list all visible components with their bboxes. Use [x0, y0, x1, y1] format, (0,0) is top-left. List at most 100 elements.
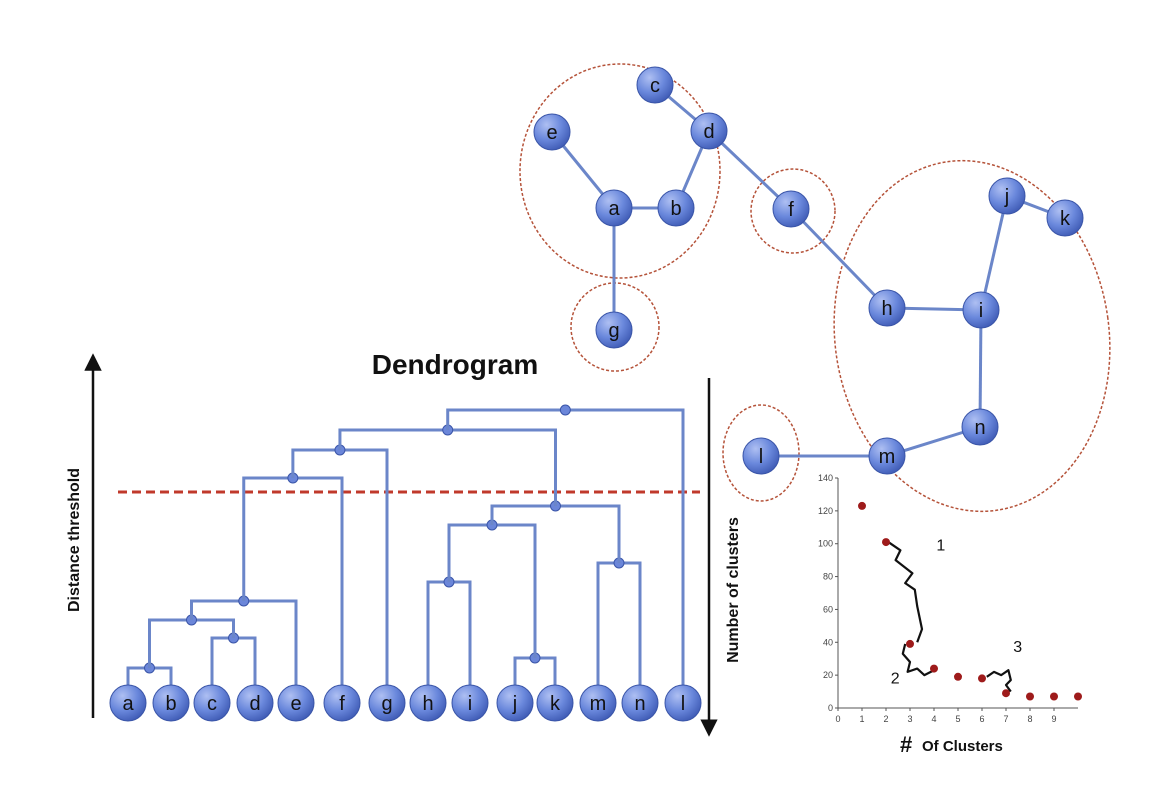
graph-node-circle — [772, 190, 810, 228]
dendrogram-leaf-label: i — [468, 693, 472, 715]
dendrogram-leaf-circle — [579, 684, 617, 722]
elbow-x-tick-label: 0 — [835, 714, 840, 724]
dendrogram-leaf: e — [277, 684, 315, 722]
graph-node-label: g — [608, 320, 619, 342]
elbow-annotation: 2 — [891, 670, 900, 687]
elbow-point — [858, 501, 866, 510]
dendrogram-leaf-label: m — [590, 693, 607, 715]
graph-node: c — [636, 66, 674, 104]
graph-node-circle — [868, 437, 906, 475]
graph-node: b — [657, 189, 695, 227]
elbow-points — [858, 501, 1082, 701]
graph-node-circle — [988, 177, 1026, 215]
dendrogram-leaf-circle — [496, 684, 534, 722]
dendrogram-leaf-circle — [109, 684, 147, 722]
graph-node-label: d — [703, 121, 714, 143]
graph-node-label: h — [881, 298, 892, 320]
cluster-outline — [722, 404, 800, 502]
dendrogram-leaf-circle — [152, 684, 190, 722]
dendrogram-leaf-label: a — [122, 693, 134, 715]
graph-node-label: k — [1060, 208, 1071, 230]
graph-node-label: n — [974, 417, 985, 439]
dendrogram-leaf: l — [664, 684, 702, 722]
dendrogram-link — [338, 428, 557, 506]
distance-threshold-label: Distance threshold — [66, 468, 83, 612]
dendrogram-leaf-circle — [368, 684, 406, 722]
elbow-y-tick-label: 0 — [828, 703, 833, 713]
graph-node: k — [1046, 199, 1084, 237]
dendrogram-leaf-label: l — [681, 693, 685, 715]
cluster-outline — [519, 63, 721, 279]
dendrogram-leaf: h — [409, 684, 447, 722]
dendrogram-leaf-label: j — [512, 693, 517, 715]
cluster-outline — [833, 159, 1111, 513]
graph-node-label: i — [979, 300, 983, 322]
graph-node: l — [742, 437, 780, 475]
graph-edges — [550, 83, 1066, 458]
dendrogram-leaf: i — [451, 684, 489, 722]
dendrogram-leaf-label: e — [290, 693, 301, 715]
dendrogram-links — [126, 404, 685, 685]
elbow-point — [978, 674, 986, 683]
elbow-point — [1002, 689, 1010, 698]
dendrogram-title: Dendrogram — [372, 349, 538, 380]
elbow-point — [954, 672, 962, 681]
dendrogram-leaf: k — [536, 684, 574, 722]
dendrogram-link — [190, 599, 298, 685]
dendrogram-leaf-circle — [277, 684, 315, 722]
dendrogram-link — [426, 580, 472, 685]
dendrogram-leaf: n — [621, 684, 659, 722]
dendrogram-leaf-label: g — [381, 693, 392, 715]
elbow-bracket-2 — [901, 643, 935, 677]
graph-edge — [978, 309, 983, 428]
graph-node-circle — [868, 289, 906, 327]
graph-edge — [707, 129, 793, 211]
elbow-y-tick-label: 140 — [818, 473, 833, 483]
dendrogram-leaf-circle — [193, 684, 231, 722]
elbow-x-tick-label: 5 — [955, 714, 960, 724]
dendrogram-merge-node — [559, 404, 571, 416]
graph-node: i — [962, 291, 1000, 329]
dendrogram-link — [242, 476, 344, 685]
elbow-y-tick-label: 40 — [823, 637, 833, 647]
graph-node-label: m — [879, 446, 896, 468]
dendrogram: Dendrogram Distance threshold Number of … — [66, 349, 742, 737]
graph-node: a — [595, 189, 633, 227]
dendrogram-leaf-circle — [536, 684, 574, 722]
elbow-point — [1074, 692, 1082, 701]
dendrogram-leaf: g — [368, 684, 406, 722]
graph-node-label: b — [670, 198, 681, 220]
graph-node: g — [595, 311, 633, 349]
dendrogram-leaf: c — [193, 684, 231, 722]
number-of-clusters-label: Number of clusters — [725, 517, 742, 663]
dendrogram-leaf-label: k — [550, 693, 561, 715]
elbow-annotation: 3 — [1013, 639, 1022, 656]
elbow-y-tick-label: 120 — [818, 506, 833, 516]
elbow-y-tick-label: 100 — [818, 539, 833, 549]
graph-node-label: e — [546, 122, 557, 144]
graph-node-circle — [961, 408, 999, 446]
elbow-y-tick-label: 60 — [823, 604, 833, 614]
elbow-annotation: 1 — [936, 537, 945, 554]
dendrogram-leaf-label: h — [422, 693, 433, 715]
dendrogram-leaf-label: n — [634, 693, 645, 715]
dendrogram-leaf: b — [152, 684, 190, 722]
graph-node-circle — [657, 189, 695, 227]
dendrogram-leaf: d — [236, 684, 274, 722]
graph-node: d — [690, 112, 728, 150]
elbow-point — [906, 639, 914, 648]
dendrogram-leaf-circle — [664, 684, 702, 722]
elbow-y-tick-label: 20 — [823, 670, 833, 680]
graph-node-circle — [595, 189, 633, 227]
cluster-outlines — [519, 63, 1111, 513]
dendrogram-link — [596, 561, 642, 685]
dendrogram-link — [447, 523, 537, 658]
graph-node-label: c — [650, 75, 660, 97]
elbow-annotations: 1 2 3 — [887, 537, 1022, 693]
dendrogram-leaf-label: b — [165, 693, 176, 715]
